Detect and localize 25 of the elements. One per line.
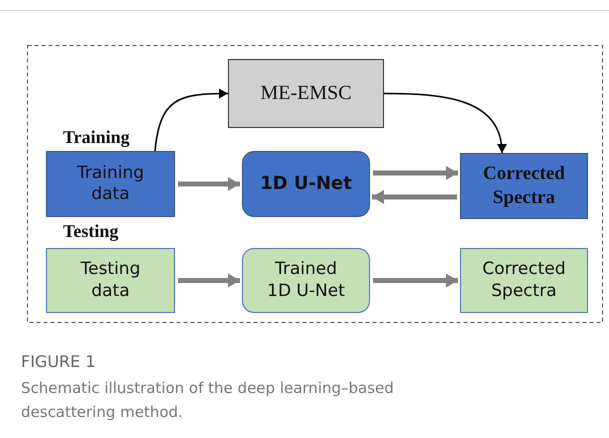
section-label: Testing xyxy=(63,221,118,242)
arrow xyxy=(373,274,458,288)
section-label: Training xyxy=(63,127,130,148)
node-label: Testing data xyxy=(80,259,142,302)
arrow xyxy=(178,274,240,288)
node-label: Corrected Spectra xyxy=(482,162,566,210)
node-label: Training data xyxy=(76,162,146,206)
figure-caption: Schematic illustration of the deep learning–based descattering method. xyxy=(21,378,395,423)
result-box xyxy=(460,153,588,219)
node-label: Corrected Spectra xyxy=(481,259,567,302)
model-box xyxy=(242,248,370,313)
node-label: ME-EMSC xyxy=(260,81,352,106)
node-label: Trained 1D U-Net xyxy=(266,259,346,302)
data-box xyxy=(46,151,175,217)
arrow xyxy=(372,190,457,204)
arrow xyxy=(178,177,240,191)
result-box xyxy=(460,248,588,313)
node-label: 1D U-Net xyxy=(260,172,352,196)
curved-arrow xyxy=(384,92,506,154)
arrow xyxy=(373,166,458,180)
model-box xyxy=(242,151,370,217)
process-box xyxy=(228,59,384,128)
data-box xyxy=(46,248,175,313)
figure-number: FIGURE 1 xyxy=(21,352,96,371)
curved-arrow xyxy=(154,88,228,152)
